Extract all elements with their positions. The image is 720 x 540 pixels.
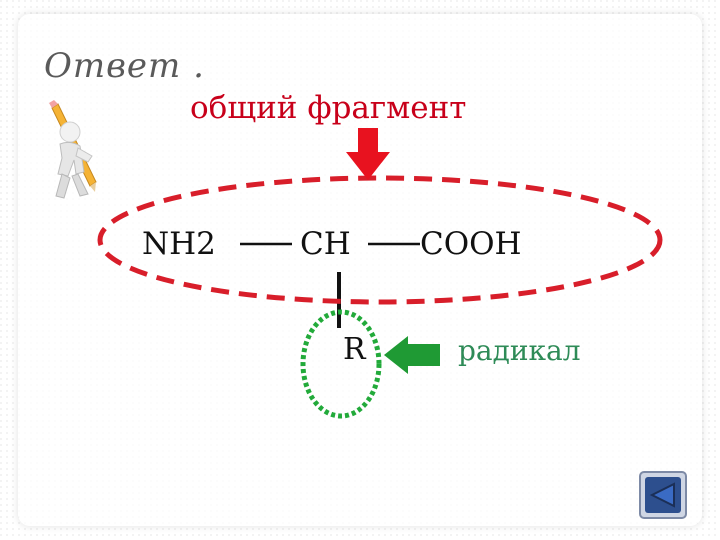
back-arrow-icon[interactable] — [639, 471, 687, 519]
radical-label: радикал — [458, 334, 581, 367]
common-fragment-label: общий фрагмент — [190, 90, 467, 126]
slide-title: Ответ . — [44, 46, 205, 86]
alpha-carbon: CH — [300, 226, 351, 262]
carboxyl-group: COOH — [420, 226, 522, 262]
amino-group: NH2 — [142, 226, 216, 262]
radical-symbol: R — [343, 332, 366, 367]
